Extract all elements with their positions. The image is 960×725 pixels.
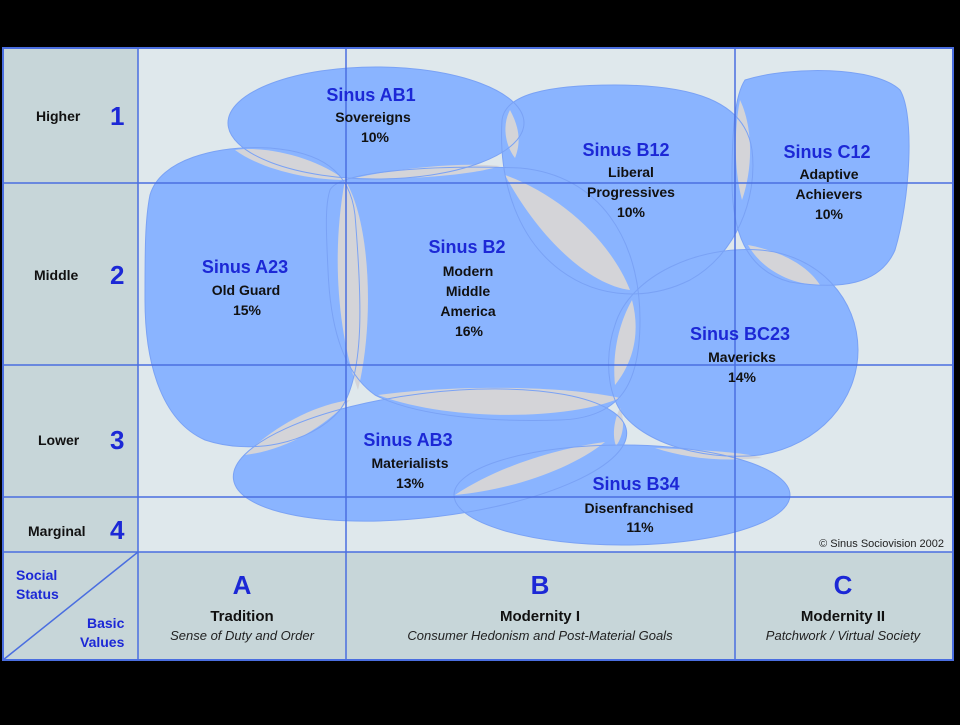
row-number-2: 2 — [110, 260, 124, 290]
row-number-4: 4 — [110, 515, 125, 545]
segment-c12-label-1: Adaptive — [799, 166, 858, 182]
segment-c12-pct: 10% — [815, 206, 844, 222]
row-label-lower: Lower — [38, 432, 80, 448]
segment-overlaps — [235, 100, 820, 495]
segment-a23-pct: 15% — [233, 302, 262, 318]
column-sub-c: Patchwork / Virtual Society — [766, 628, 922, 643]
diagram-border — [2, 47, 954, 661]
column-header-panel — [3, 552, 953, 660]
corner-values: Values — [80, 634, 125, 650]
blob-a23[interactable] — [145, 147, 360, 447]
blob-c12[interactable] — [732, 70, 910, 286]
segment-c12-label-2: Achievers — [796, 186, 863, 202]
overlap-b2-ab3 — [378, 387, 620, 415]
row-label-middle: Middle — [34, 267, 79, 283]
segment-ab3-name: Sinus AB3 — [363, 430, 452, 450]
row-label-higher: Higher — [36, 108, 81, 124]
segment-b2-label-3: America — [440, 303, 495, 319]
column-letter-c: C — [834, 570, 853, 600]
segment-ab1-name: Sinus AB1 — [326, 85, 415, 105]
segment-bc23-name: Sinus BC23 — [690, 324, 790, 344]
column-headers: A Tradition Sense of Duty and Order B Mo… — [170, 570, 922, 643]
column-sub-a: Sense of Duty and Order — [170, 628, 314, 643]
segment-b12-label-1: Liberal — [608, 164, 654, 180]
segment-b12-pct: 10% — [617, 204, 646, 220]
overlap-ab1-a23 — [235, 149, 345, 180]
row-number-3: 3 — [110, 425, 124, 455]
segment-labels: Sinus AB1 Sovereigns 10% Sinus B12 Liber… — [202, 85, 871, 535]
column-letter-a: A — [233, 570, 252, 600]
segment-c12-name: Sinus C12 — [783, 142, 870, 162]
copyright-notice: © Sinus Sociovision 2002 — [819, 538, 944, 550]
overlap-b2-bc23 — [614, 300, 636, 385]
segment-a23-name: Sinus A23 — [202, 257, 288, 277]
row-number-1: 1 — [110, 101, 124, 131]
segment-bc23-label: Mavericks — [708, 349, 776, 365]
column-name-c: Modernity II — [801, 608, 885, 625]
segment-b34-pct: 11% — [626, 519, 654, 535]
segment-b2-pct: 16% — [455, 323, 484, 339]
blob-b34[interactable] — [454, 445, 790, 545]
column-name-b: Modernity I — [500, 608, 580, 625]
segment-a23-label: Old Guard — [212, 282, 280, 298]
overlap-ab3-bc23 — [613, 408, 624, 446]
segment-b12-label-2: Progressives — [587, 184, 675, 200]
segment-b2-label-1: Modern — [443, 263, 494, 279]
segment-ab1-pct: 10% — [361, 129, 390, 145]
segment-b12-name: Sinus B12 — [582, 140, 669, 160]
segment-ab1-label: Sovereigns — [335, 109, 411, 125]
row-headers: Higher 1 Middle 2 Lower 3 Marginal 4 — [28, 101, 125, 545]
overlap-b12-b2 — [505, 175, 630, 290]
segment-b2-name: Sinus B2 — [428, 237, 505, 257]
segment-b34-name: Sinus B34 — [592, 474, 679, 494]
blob-ab1[interactable] — [228, 67, 524, 179]
segment-bc23-pct: 14% — [728, 369, 757, 385]
segment-b34-label: Disenfranchised — [585, 500, 694, 516]
segment-ab3-label: Materialists — [371, 455, 448, 471]
blob-bc23[interactable] — [608, 249, 858, 457]
segment-ab3-pct: 13% — [396, 475, 425, 491]
overlap-ab3-b34 — [455, 442, 605, 495]
grid-lines — [2, 48, 953, 661]
corner-social: Social — [16, 567, 57, 583]
overlap-c12-bc23 — [748, 245, 820, 285]
corner-basic: Basic — [87, 615, 125, 631]
column-name-a: Tradition — [210, 608, 273, 625]
column-letter-b: B — [531, 570, 550, 600]
row-header-panel — [3, 48, 138, 552]
overlap-b12-c12 — [735, 100, 751, 200]
row-label-marginal: Marginal — [28, 523, 86, 539]
corner-status: Status — [16, 586, 59, 602]
column-sub-b: Consumer Hedonism and Post-Material Goal… — [407, 628, 673, 643]
corner-labels: Social Status Basic Values — [16, 567, 125, 650]
segment-b2-label-2: Middle — [446, 283, 491, 299]
segment-blob-outlines — [144, 66, 910, 546]
overlap-ab1-b12 — [505, 110, 519, 158]
